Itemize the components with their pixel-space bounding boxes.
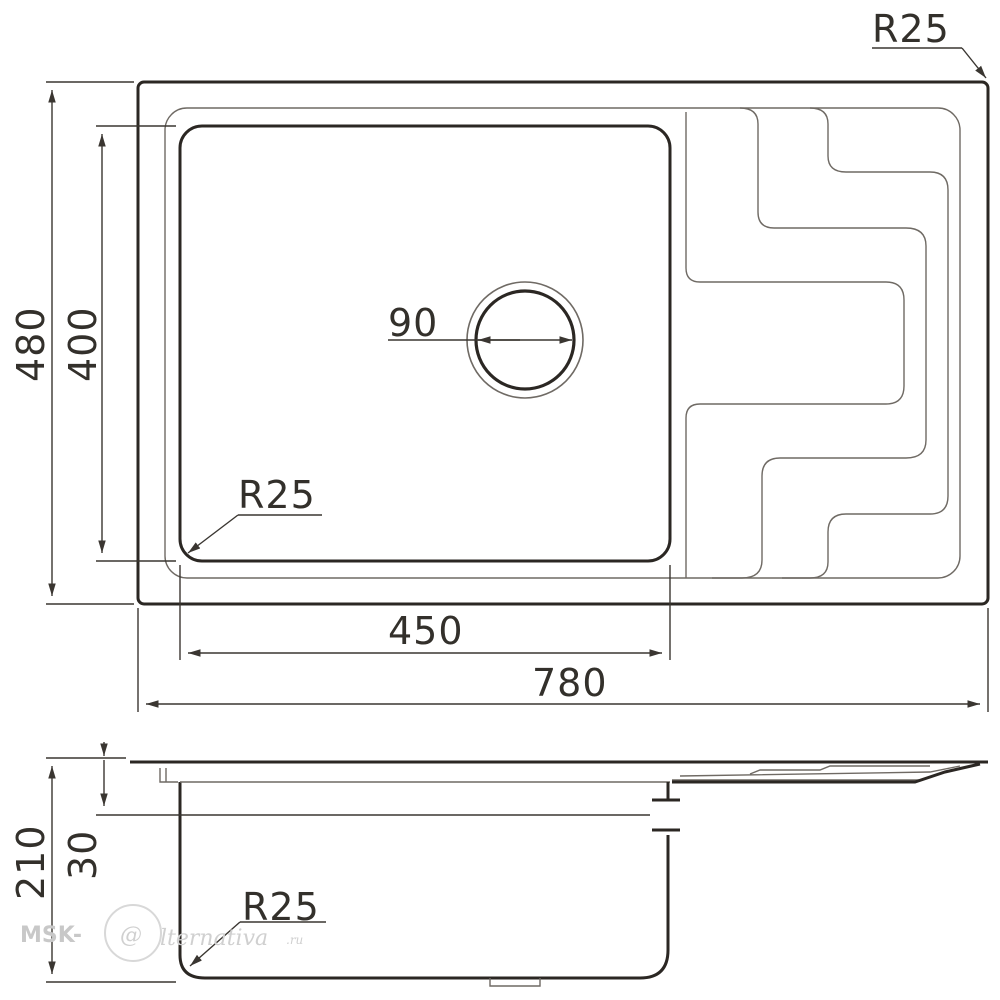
drainboard-profile — [672, 765, 961, 781]
bowl-radius-leader — [187, 514, 239, 554]
watermark: MSK- @ lternativa .ru — [20, 904, 303, 962]
rim-depth-label: 30 — [61, 830, 105, 880]
watermark-symbol: @ — [120, 923, 142, 948]
corner-radius-top-label: R25 — [872, 7, 950, 51]
bottom-radius-label: R25 — [242, 885, 320, 929]
drainboard-rib-3 — [782, 107, 949, 579]
top-view: 90 R25 R25 480 400 450 780 — [9, 7, 990, 712]
watermark-suffix: .ru — [286, 933, 303, 947]
bowl-radius-label: R25 — [238, 473, 316, 517]
overall-height-label: 480 — [9, 306, 53, 382]
drainboard-underside — [672, 762, 981, 784]
bowl-outline — [178, 124, 672, 563]
drainboard-rib-1 — [685, 112, 905, 578]
bowl-section-inner — [165, 768, 670, 783]
total-depth-label: 210 — [9, 824, 53, 900]
corner-radius-leader — [961, 47, 987, 79]
drain-diameter-label: 90 — [388, 301, 438, 345]
bowl-section-outline — [178, 782, 670, 980]
overall-width-label: 780 — [532, 661, 608, 705]
side-rim-under — [159, 768, 178, 783]
watermark-prefix: MSK- — [20, 923, 82, 948]
sink-inner-rim — [164, 107, 961, 579]
bottom-radius-leader — [189, 921, 241, 967]
watermark-circle — [104, 904, 162, 962]
watermark-script: lternativa — [160, 926, 268, 951]
bowl-width-label: 450 — [388, 609, 464, 653]
sink-outer-outline — [136, 80, 990, 606]
bowl-height-label: 400 — [61, 306, 105, 382]
drainboard-rib-2 — [712, 107, 927, 579]
side-view: 210 30 R25 — [9, 742, 988, 987]
drain-stub — [489, 978, 541, 987]
